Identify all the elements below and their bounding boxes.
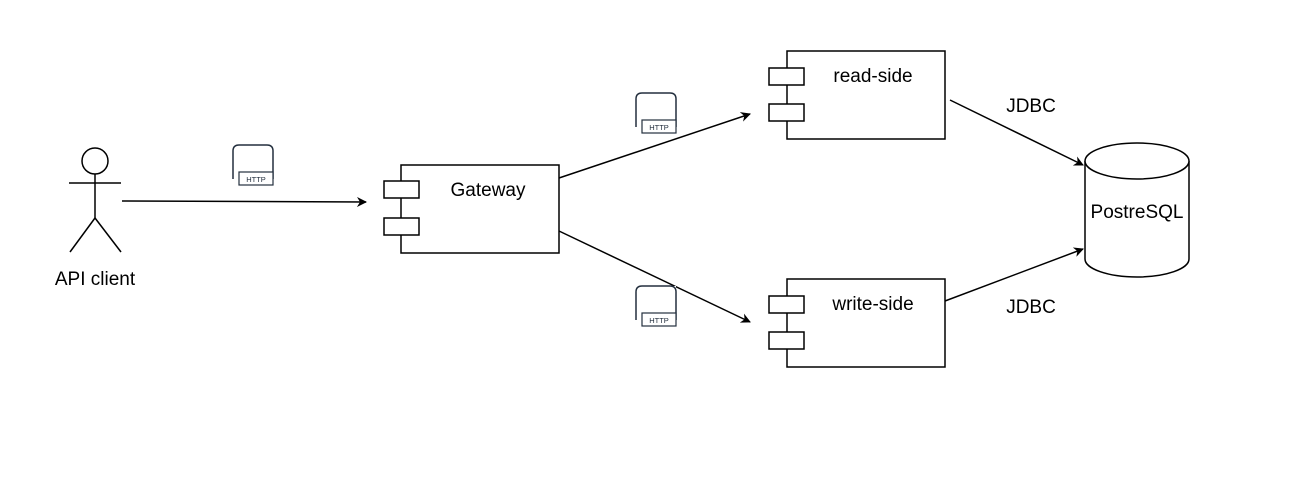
database-postresql[interactable]: PostreSQL (1084, 142, 1190, 278)
edge-write-side-to-database[interactable]: JDBC (944, 247, 1084, 318)
component-label: Gateway (451, 180, 526, 201)
edge-label-jdbc: JDBC (1006, 96, 1056, 117)
component-label: write-side (831, 294, 913, 315)
edge-label-jdbc: JDBC (1006, 297, 1056, 318)
component-gateway[interactable]: Gateway (383, 164, 560, 254)
component-port-icon (768, 67, 805, 86)
http-icon: HTTP (635, 92, 677, 134)
database-label: PostreSQL (1091, 202, 1184, 223)
component-port-icon (383, 217, 420, 236)
database-cylinder-top (1084, 142, 1190, 180)
component-label: read-side (833, 66, 912, 87)
component-read-side[interactable]: read-side (768, 50, 946, 140)
edge-read-side-to-database[interactable]: JDBC (949, 96, 1084, 166)
component-port-icon (768, 295, 805, 314)
database-cylinder-icon (1084, 161, 1190, 278)
component-write-side[interactable]: write-side (768, 278, 946, 368)
edge-client-to-gateway[interactable] (121, 196, 367, 207)
svg-text:HTTP: HTTP (649, 316, 669, 325)
actor-api-client[interactable]: API client (55, 147, 136, 290)
component-port-icon (383, 180, 420, 199)
edge-gateway-to-read-side[interactable] (558, 112, 751, 179)
http-icon: HTTP (635, 285, 677, 327)
actor-label: API client (55, 269, 136, 290)
edge-gateway-to-write-side[interactable] (558, 230, 751, 323)
svg-text:HTTP: HTTP (246, 175, 266, 184)
actor-icon (69, 147, 122, 253)
http-icon: HTTP (232, 144, 274, 186)
component-port-icon (768, 103, 805, 122)
svg-text:HTTP: HTTP (649, 123, 669, 132)
component-port-icon (768, 331, 805, 350)
